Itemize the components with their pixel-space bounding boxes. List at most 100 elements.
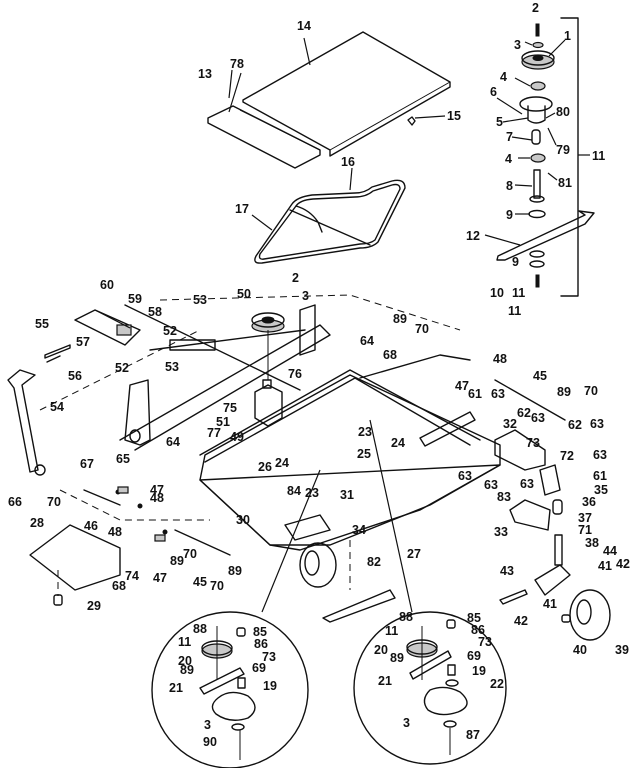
deflector-pin-29 [53, 594, 63, 606]
callout-label: 29 [87, 599, 101, 613]
callout-label: 23 [358, 425, 372, 439]
callout-label: 52 [163, 324, 177, 338]
callout-label: 46 [84, 519, 98, 533]
pin-56 [46, 355, 61, 363]
callout-label: 73 [478, 635, 492, 649]
callout-label: 11 [508, 304, 521, 318]
callout-label: 63 [520, 477, 534, 491]
callout-label: 61 [468, 387, 482, 401]
callout-label: 88 [399, 610, 413, 624]
callout-label: 89 [557, 385, 571, 399]
callout-label: 39 [615, 643, 629, 657]
callout-label: 83 [497, 490, 511, 504]
callout-label: 20 [374, 643, 388, 657]
pin-55 [44, 344, 71, 359]
callout-label: 15 [447, 109, 461, 123]
callout-label: 70 [183, 547, 197, 561]
callout-label: 85 [467, 611, 481, 625]
callout-label: 3 [302, 289, 309, 303]
callout-label: 84 [287, 484, 301, 498]
callout-label: 43 [500, 564, 514, 578]
callout-label: 4 [500, 70, 507, 84]
callout-label: 71 [578, 523, 592, 537]
caster-tire-39 [569, 589, 611, 641]
bracket-33 [509, 499, 551, 531]
callout-label: 11 [178, 635, 191, 649]
spindle-assembly [496, 17, 595, 297]
callout-label: 66 [8, 495, 22, 509]
detail-circle-left [151, 469, 321, 768]
callout-label: 86 [254, 637, 268, 651]
callout-label: 16 [341, 155, 355, 169]
bearing-lower [530, 153, 546, 163]
front-crossbar [119, 324, 331, 451]
caster-wheel-left [284, 514, 396, 623]
callout-label: 8 [506, 179, 513, 193]
callout-label: 68 [112, 579, 126, 593]
callout-label: 69 [252, 661, 266, 675]
callout-label: 12 [466, 229, 480, 243]
discharge-deflector [29, 524, 121, 606]
callout-label: 48 [150, 491, 164, 505]
callout-label: 70 [210, 579, 224, 593]
callout-label: 34 [352, 523, 366, 537]
callout-label: 70 [584, 384, 598, 398]
callout-label: 54 [50, 400, 64, 414]
rod-46 [83, 489, 121, 506]
callout-label: 3 [514, 38, 521, 52]
callout-label: 74 [125, 569, 139, 583]
callout-label: 73 [262, 650, 276, 664]
callout-label: 20 [178, 654, 192, 668]
caster-fork [534, 564, 571, 596]
callout-label: 5 [496, 115, 503, 129]
callout-label: 31 [340, 488, 354, 502]
callout-label: 48 [108, 525, 122, 539]
callout-label: 51 [216, 415, 230, 429]
callout-labels: 2 3 1 4 6 5 80 7 79 4 11 8 81 9 12 9 10 … [8, 1, 630, 749]
callout-label: 13 [198, 67, 212, 81]
bushing-37 [552, 499, 563, 515]
callout-label: 24 [391, 436, 405, 450]
gearbox [254, 384, 283, 427]
callout-label: 80 [556, 105, 570, 119]
callout-label: 50 [237, 287, 251, 301]
callout-label: 47 [150, 483, 164, 497]
callout-label: 61 [593, 469, 607, 483]
callout-label: 53 [193, 293, 207, 307]
callout-label: 17 [235, 202, 249, 216]
caster-tire-left [299, 542, 337, 588]
callout-label: 59 [128, 292, 142, 306]
mount-bracket-left [169, 339, 216, 351]
callout-label: 27 [407, 547, 421, 561]
callout-label: 57 [76, 335, 90, 349]
callout-label: 65 [116, 452, 130, 466]
drive-belt [254, 179, 406, 264]
callout-label: 19 [263, 679, 277, 693]
washer-upper [528, 209, 546, 219]
callout-label: 30 [236, 513, 250, 527]
callout-label: 78 [230, 57, 244, 71]
callout-label: 89 [393, 312, 407, 326]
belt-cover-latch [407, 116, 416, 126]
axle-bolt-43 [499, 589, 528, 605]
callout-label: 11 [512, 286, 525, 300]
callout-label: 63 [590, 417, 604, 431]
callout-label: 3 [403, 716, 410, 730]
assembly-bracket [560, 17, 579, 297]
callout-label: 58 [148, 305, 162, 319]
gearbox-and-pulley [251, 312, 285, 427]
callout-label: 21 [169, 681, 183, 695]
clamp-59 [116, 324, 132, 336]
callout-label: 21 [378, 674, 392, 688]
callout-label: 32 [503, 417, 517, 431]
callout-label: 45 [533, 369, 547, 383]
callout-label: 62 [517, 406, 531, 420]
callout-label: 64 [166, 435, 180, 449]
callout-label: 44 [603, 544, 617, 558]
callout-label: 7 [506, 130, 513, 144]
washer-lower [529, 250, 545, 258]
callout-label: 2 [532, 1, 539, 15]
callout-label: 63 [531, 411, 545, 425]
callout-label: 3 [204, 718, 211, 732]
